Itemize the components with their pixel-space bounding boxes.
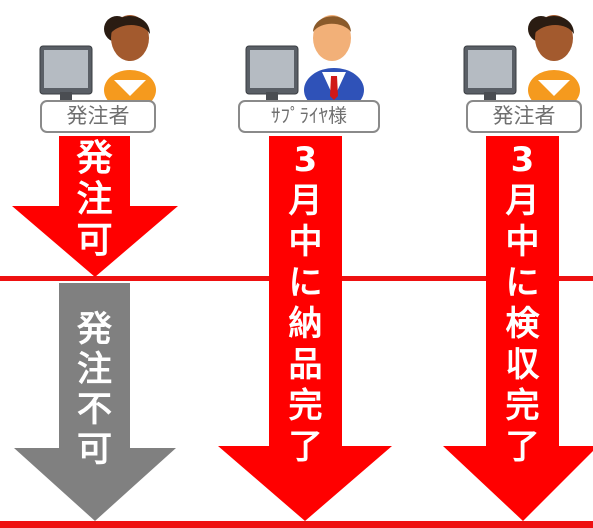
actor-2-label: ｻﾌﾟﾗｲﾔ様 bbox=[238, 100, 380, 133]
arrow-acceptance-text: 3 月 中 に 検 収 完 了 bbox=[486, 140, 559, 468]
actor-2: ｻﾌﾟﾗｲﾔ様 bbox=[238, 6, 380, 134]
text-char: 月 bbox=[505, 181, 540, 221]
woman-at-computer-icon bbox=[39, 15, 156, 102]
text-char: に bbox=[505, 263, 540, 303]
arrow-order-not-allowed-shape bbox=[14, 283, 176, 521]
text-char: 品 bbox=[288, 345, 323, 385]
arrow-order-allowed-text: 発 注 可 bbox=[59, 138, 130, 261]
arrow-supplier-delivery-text: 3 月 中 に 納 品 完 了 bbox=[269, 140, 342, 468]
text-char: 中 bbox=[288, 222, 323, 262]
man-at-computer-icon bbox=[245, 15, 364, 102]
text-char: 注 bbox=[76, 350, 112, 390]
text-char: 検 bbox=[505, 304, 540, 344]
actor-3: 発注者 bbox=[462, 6, 584, 134]
actor-3-label: 発注者 bbox=[466, 100, 582, 133]
text-char: 可 bbox=[76, 220, 113, 261]
arrow-order-not-allowed-text: 発 注 不 可 bbox=[59, 310, 130, 470]
text-char: 了 bbox=[288, 427, 323, 467]
divider-line-bottom bbox=[0, 521, 593, 528]
text-char: 完 bbox=[288, 386, 323, 426]
text-char: 3 bbox=[293, 140, 318, 180]
text-char: 発 bbox=[76, 310, 112, 350]
text-char: 注 bbox=[76, 179, 113, 220]
woman-at-computer-icon bbox=[463, 15, 580, 102]
text-char: 納 bbox=[288, 304, 323, 344]
text-char: 了 bbox=[505, 427, 540, 467]
actor-1-label: 発注者 bbox=[40, 100, 156, 133]
text-char: 月 bbox=[288, 181, 323, 221]
text-char: 3 bbox=[510, 140, 535, 180]
text-char: 不 bbox=[76, 390, 112, 430]
text-char: 可 bbox=[76, 430, 112, 470]
actor-1: 発注者 bbox=[38, 6, 160, 134]
arrow-supplier-delivery-shape bbox=[218, 136, 392, 521]
arrow-order-allowed-shape bbox=[12, 136, 178, 277]
text-char: 完 bbox=[505, 386, 540, 426]
text-char: 収 bbox=[505, 345, 540, 385]
arrow-acceptance-shape bbox=[443, 136, 593, 521]
text-char: 中 bbox=[505, 222, 540, 262]
text-char: に bbox=[288, 263, 323, 303]
text-char: 発 bbox=[76, 138, 113, 179]
